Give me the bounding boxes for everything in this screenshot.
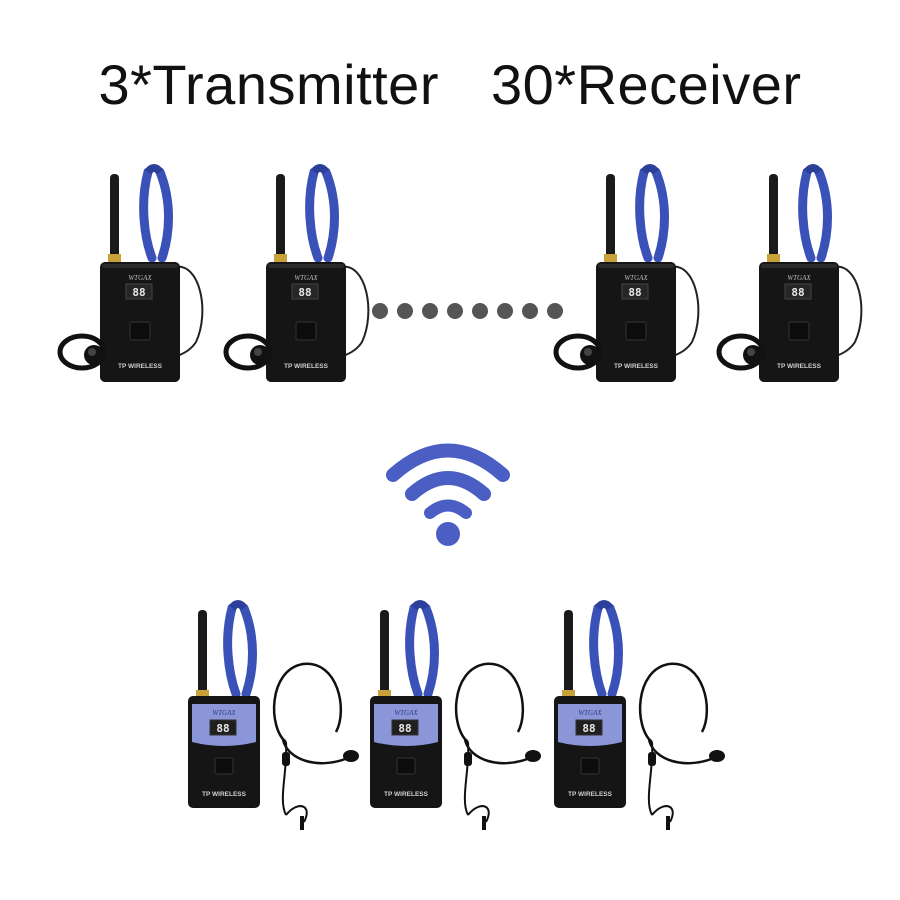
transmitter-device-3 bbox=[554, 604, 725, 830]
receiver-count-label: 30*Receiver bbox=[490, 53, 802, 116]
transmitter-device-2 bbox=[370, 604, 541, 830]
receiver-device-1 bbox=[60, 168, 202, 382]
headline: 3*Transmitter 30*Receiver bbox=[0, 52, 900, 117]
wifi-icon bbox=[386, 443, 510, 546]
transmitter-device-1 bbox=[188, 604, 359, 830]
transmitter-count-label: 3*Transmitter bbox=[98, 53, 439, 116]
receiver-device-3 bbox=[556, 168, 698, 382]
receiver-device-2 bbox=[226, 168, 368, 382]
receiver-device-4 bbox=[719, 168, 861, 382]
ellipsis-dots bbox=[372, 303, 563, 319]
